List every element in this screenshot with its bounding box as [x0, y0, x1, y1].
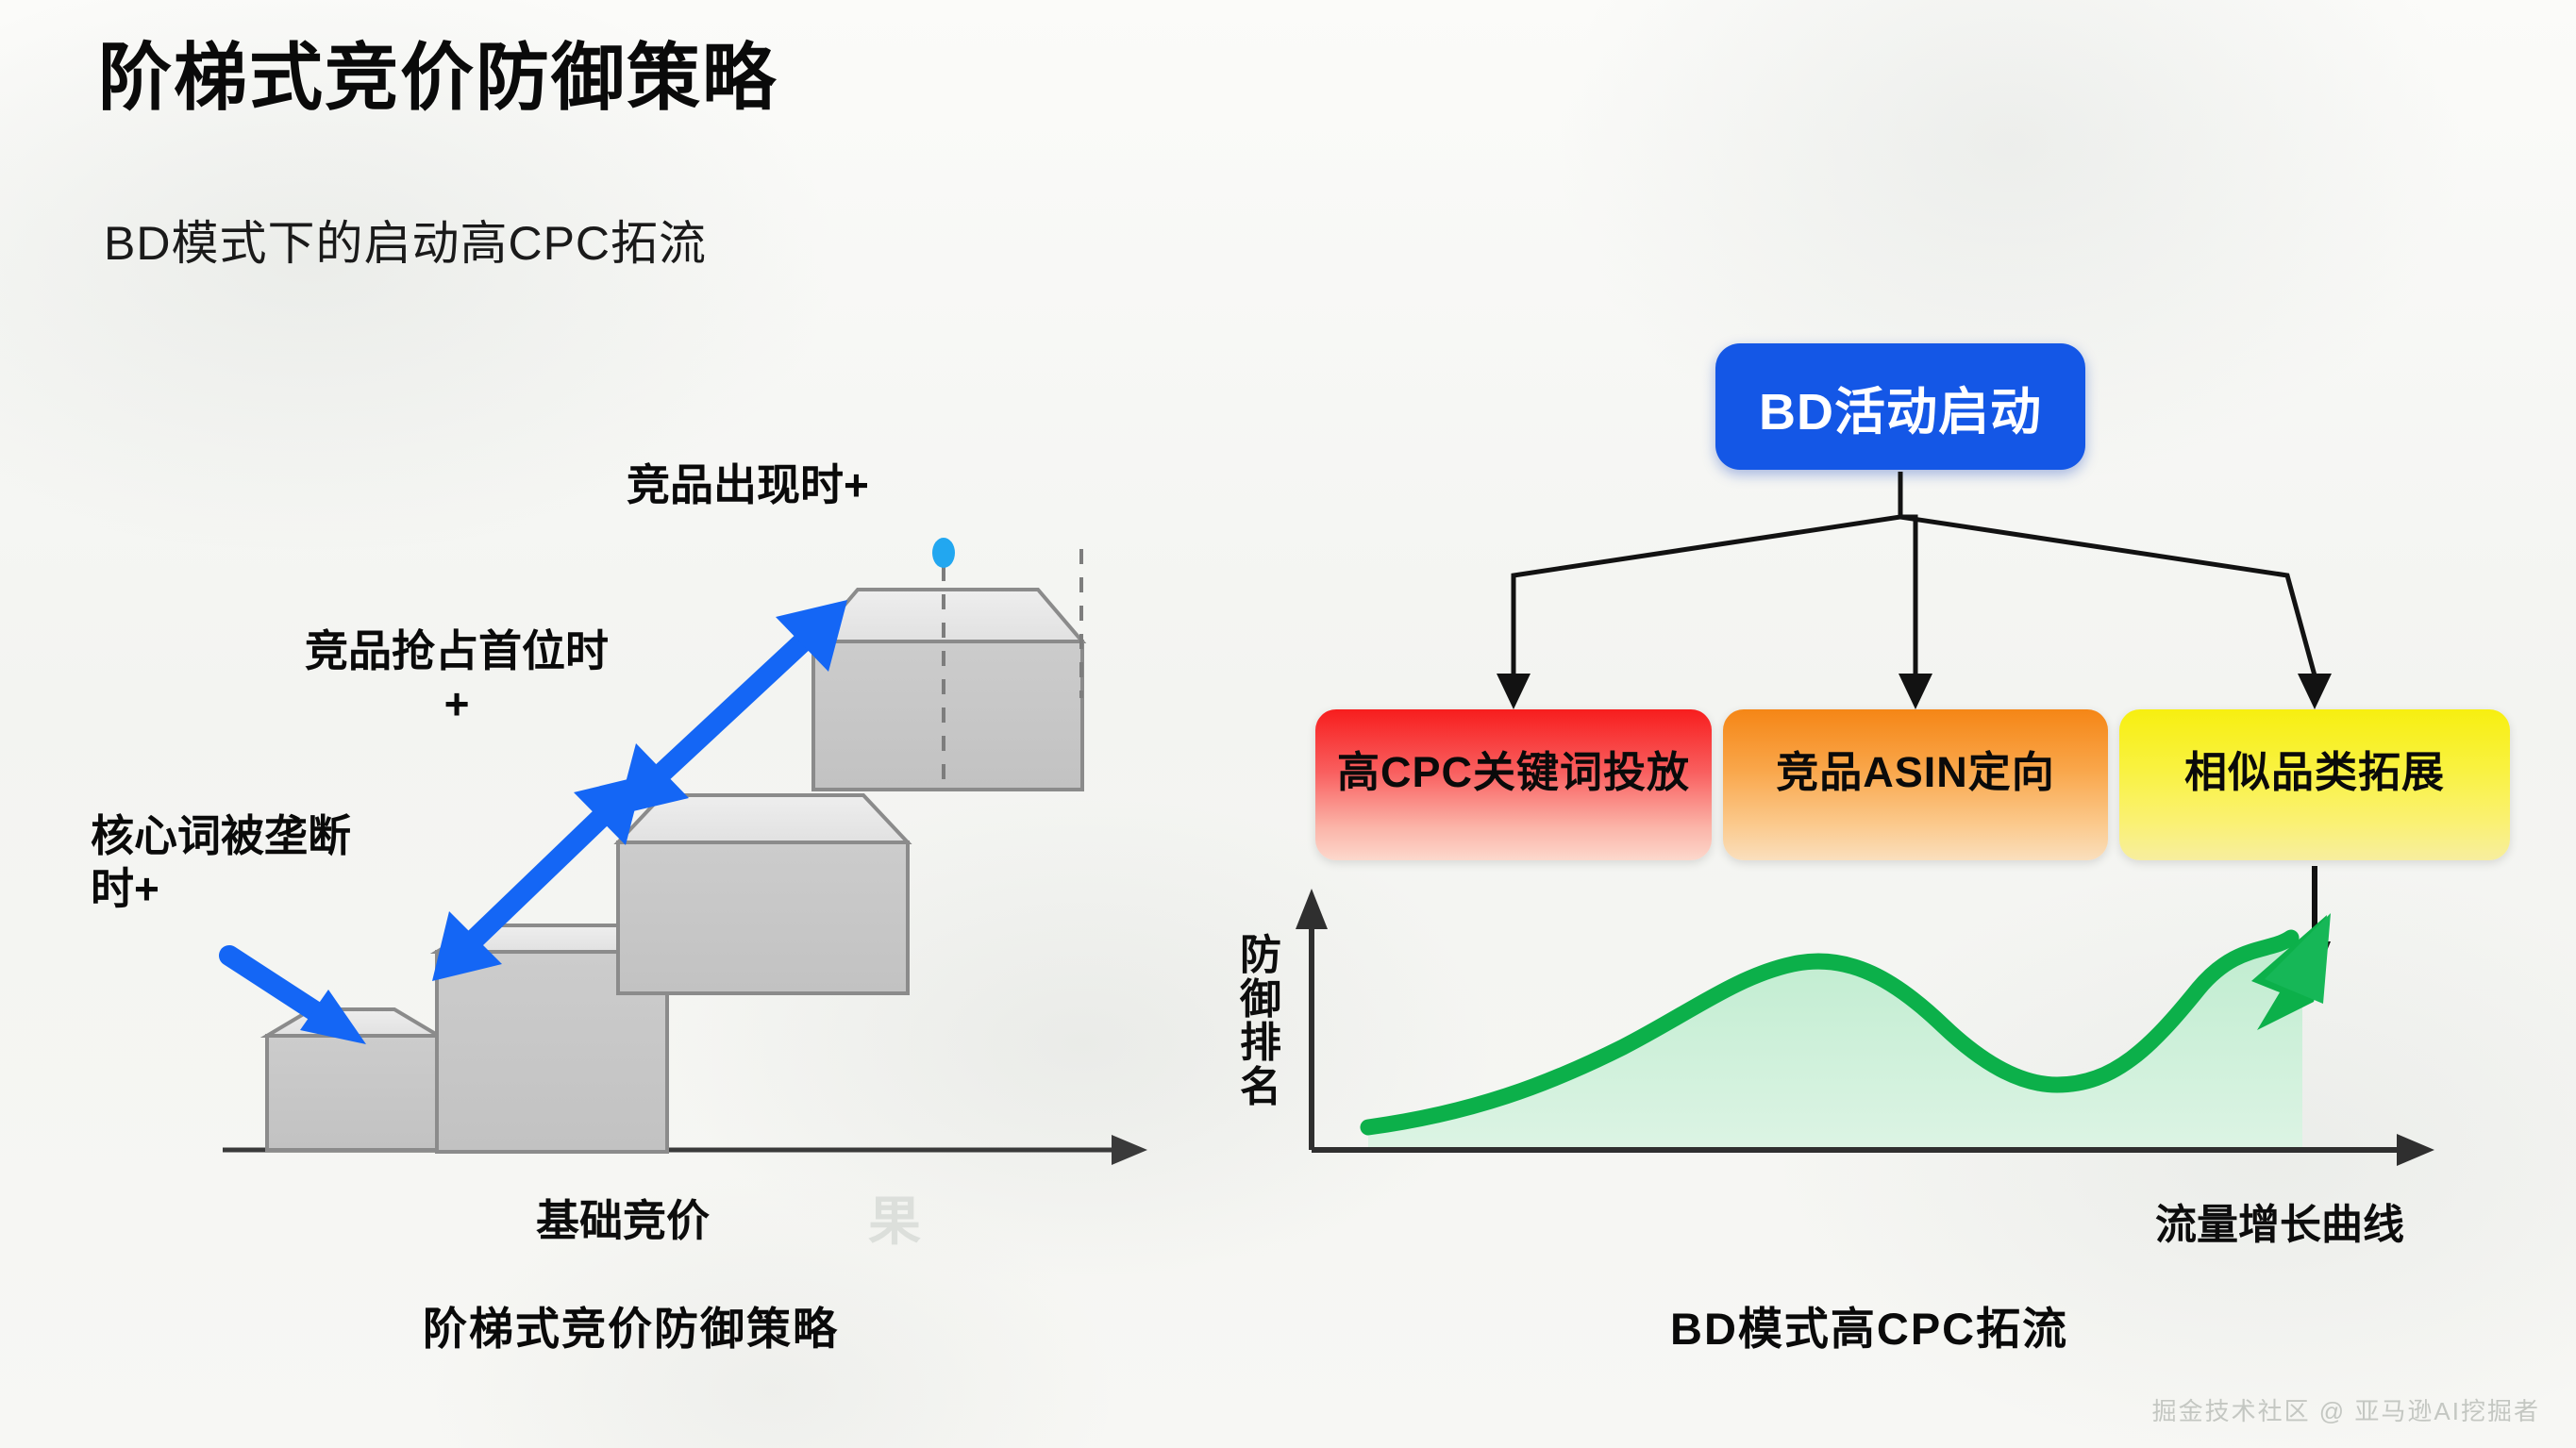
flow-node-competitor-asin-targeting[interactable]: 竞品ASIN定向	[1723, 709, 2108, 860]
left-panel-caption: 阶梯式竞价防御策略	[423, 1304, 839, 1354]
marker-dot-icon	[932, 538, 955, 568]
growth-curve-line	[1360, 929, 2300, 1136]
page-title: 阶梯式竞价防御策略	[98, 36, 778, 119]
staircase-guideline	[942, 549, 1083, 790]
step-label-1-line1: 核心词被垄断	[91, 811, 351, 860]
step-label-2: 竞品抢占首位时 +	[268, 624, 645, 730]
right-chart-axes	[1296, 889, 2434, 1166]
right-chart-y-axis-label: 防御排名	[1240, 932, 1281, 1110]
flow-node-3-label: 相似品类拓展	[2183, 748, 2445, 796]
flow-arrow-1	[1497, 674, 1531, 709]
step-label-1: 核心词被垄断 时+	[91, 809, 351, 915]
growth-curve-area	[1368, 938, 2302, 1147]
flow-arrow-2	[1899, 674, 1932, 709]
background-watermark-char: 果	[868, 1191, 921, 1251]
right-chart-x-axis-label: 流量增长曲线	[2155, 1202, 2404, 1248]
staircase-block-4	[809, 588, 1087, 791]
flow-node-high-cpc-keywords[interactable]: 高CPC关键词投放	[1315, 709, 1712, 860]
blue-double-arrow-2	[617, 600, 847, 815]
left-chart-x-axis-label: 基础竞价	[536, 1196, 710, 1245]
page-subtitle: BD模式下的启动高CPC拓流	[104, 217, 708, 270]
growth-curve-arrowhead-tip	[2265, 913, 2331, 1004]
staircase-block-3	[613, 793, 912, 995]
step-label-1-line2: 时+	[91, 864, 159, 914]
right-panel-caption: BD模式高CPC拓流	[1670, 1304, 2069, 1354]
flow-arrow-3	[2298, 674, 2332, 709]
step-label-2-line2: +	[443, 679, 470, 729]
flow-node-2-label: 竞品ASIN定向	[1776, 748, 2055, 796]
flow-node-similar-category-expansion[interactable]: 相似品类拓展	[2119, 709, 2510, 860]
step-label-2-line1: 竞品抢占首位时	[305, 626, 609, 675]
flow-node-1-label: 高CPC关键词投放	[1336, 748, 1690, 796]
flow-node-root-label: BD活动启动	[1759, 383, 2042, 441]
blue-arrow-into-block-1	[219, 945, 366, 1044]
step-label-3: 竞品出现时+	[627, 460, 869, 509]
site-watermark: 掘金技术社区 @ 亚马逊AI挖掘者	[2151, 1397, 2540, 1425]
flow-node-bd-activity-start[interactable]: BD活动启动	[1715, 343, 2085, 470]
